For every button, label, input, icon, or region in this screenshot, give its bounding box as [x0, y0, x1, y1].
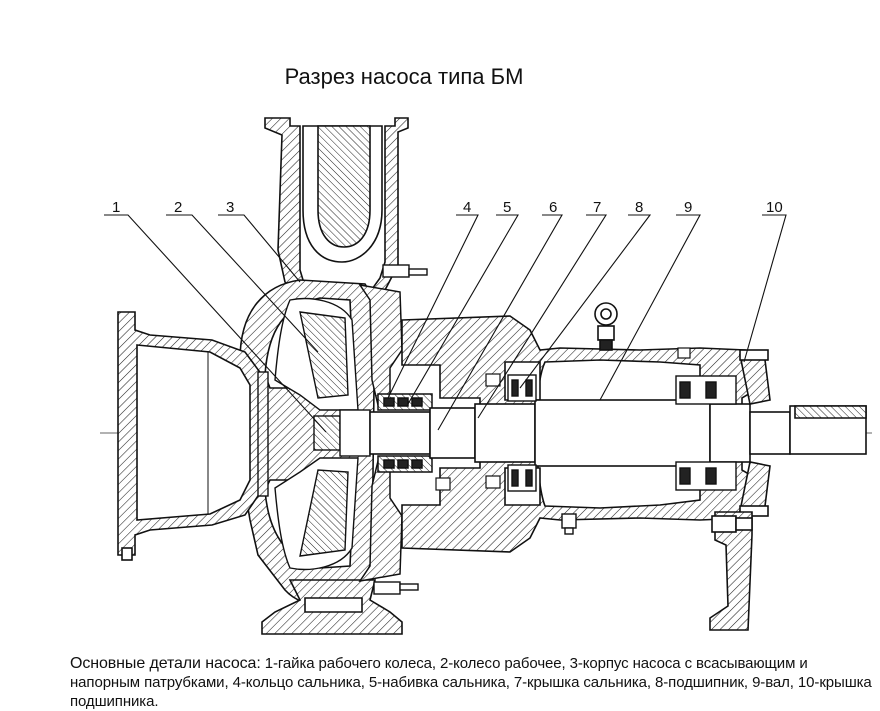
bearing-cover [738, 349, 771, 517]
parts-legend-text: 1-гайка рабочего колеса, 2-колесо рабоче… [70, 655, 872, 710]
callout-6: 6 [549, 199, 557, 216]
shaft [369, 399, 867, 467]
seal-bolts [435, 347, 691, 491]
bearings [507, 374, 737, 492]
diagram-title: Разрез насоса типа БМ [284, 64, 524, 89]
casing-bolts [373, 264, 428, 595]
parts-legend: Основные детали насоса: 1-гайка рабочего… [70, 654, 880, 711]
lifting-eye [594, 302, 618, 351]
callout-numbers: 1 2 3 4 5 6 7 8 9 10 [112, 199, 783, 216]
drain-plug [561, 513, 577, 535]
callout-10: 10 [766, 199, 783, 216]
support-foot [709, 511, 753, 631]
parts-legend-lead: Основные детали насоса: [70, 655, 261, 672]
impeller-nut [313, 409, 371, 457]
callout-4: 4 [463, 199, 471, 216]
callout-leaders [104, 214, 787, 433]
callout-2: 2 [174, 199, 182, 216]
callout-5: 5 [503, 199, 511, 216]
callout-8: 8 [635, 199, 643, 216]
callout-7: 7 [593, 199, 601, 216]
callout-1: 1 [112, 199, 120, 216]
discharge-nozzle [264, 117, 409, 301]
suction-nozzle [117, 311, 263, 561]
callout-3: 3 [226, 199, 234, 216]
callout-9: 9 [684, 199, 692, 216]
impeller [257, 297, 359, 571]
seal-cover [358, 283, 433, 583]
casing-foot [261, 579, 403, 635]
